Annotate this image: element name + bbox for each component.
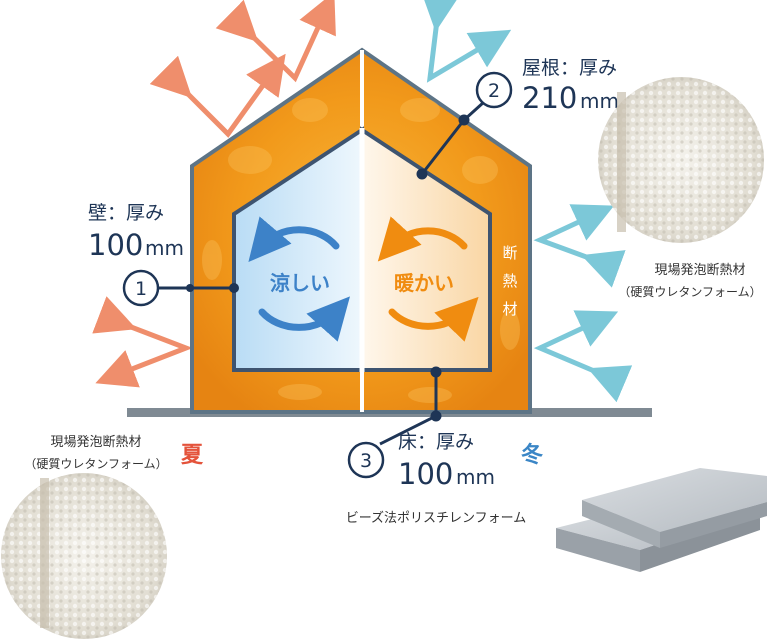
foam-texture — [202, 98, 520, 403]
cool-label: 涼しい — [270, 271, 330, 295]
callout-wall: 1 壁：厚み 100 mm — [88, 202, 239, 307]
winter-arrow-wall-2 — [533, 310, 633, 403]
callout-roof-badge — [475, 71, 513, 109]
callout-floor: 3 床：厚み 100 mm — [347, 366, 495, 491]
foam-left-caption-1: 現場発泡断熱材 — [50, 435, 141, 450]
callout-roof-label: 屋根：厚み — [522, 57, 617, 79]
winter-arrows — [420, 0, 633, 403]
callout-roof: 2 屋根：厚み 210 mm — [416, 57, 619, 180]
callout-floor-number: 3 — [360, 450, 372, 472]
winter-arrow-roof — [420, 0, 512, 83]
summer-arrow-roof-1 — [149, 53, 286, 138]
cool-circulation-arrows — [248, 216, 351, 342]
insulation-char-3: 材 — [502, 300, 517, 318]
callout-wall-number: 1 — [135, 278, 147, 300]
insulation-char-2: 熱 — [502, 272, 517, 290]
warm-label: 暖かい — [394, 271, 454, 295]
callout-roof-number: 2 — [488, 80, 500, 102]
callout-floor-badge — [347, 441, 385, 479]
callout-wall-badge — [122, 269, 160, 307]
callout-wall-label: 壁：厚み — [88, 202, 164, 224]
season-winter-label: 冬 — [521, 442, 543, 468]
summer-arrow-roof-2 — [215, 0, 336, 83]
foam-right-caption-1: 現場発泡断熱材 — [654, 263, 745, 278]
callout-wall-value: 100 — [88, 228, 143, 262]
callout-floor-label: 床：厚み — [398, 431, 474, 453]
foam-sample-right — [598, 77, 764, 243]
summer-arrows — [92, 0, 336, 388]
foam-left-caption-2: （硬質ウレタンフォーム） — [24, 456, 167, 471]
insulation-char-1: 断 — [502, 244, 517, 262]
warm-circulation-arrows — [377, 216, 479, 342]
eps-boards — [556, 468, 767, 572]
eps-caption: ビーズ法ポリスチレンフォーム — [346, 510, 527, 526]
season-summer-label: 夏 — [181, 443, 204, 468]
callout-roof-unit: mm — [580, 89, 619, 113]
foam-right-caption-2: （硬質ウレタンフォーム） — [618, 284, 761, 299]
winter-arrow-wall-1 — [533, 204, 626, 288]
eps-board-upper-top — [582, 468, 767, 532]
callout-floor-unit: mm — [456, 465, 495, 489]
callout-roof-value: 210 — [522, 81, 577, 115]
foam-sample-left — [1, 473, 167, 639]
callout-wall-unit: mm — [145, 236, 184, 260]
insulation-label: 断 熱 材 — [502, 244, 517, 318]
callout-floor-value: 100 — [398, 457, 453, 491]
summer-arrow-wall — [92, 296, 193, 388]
